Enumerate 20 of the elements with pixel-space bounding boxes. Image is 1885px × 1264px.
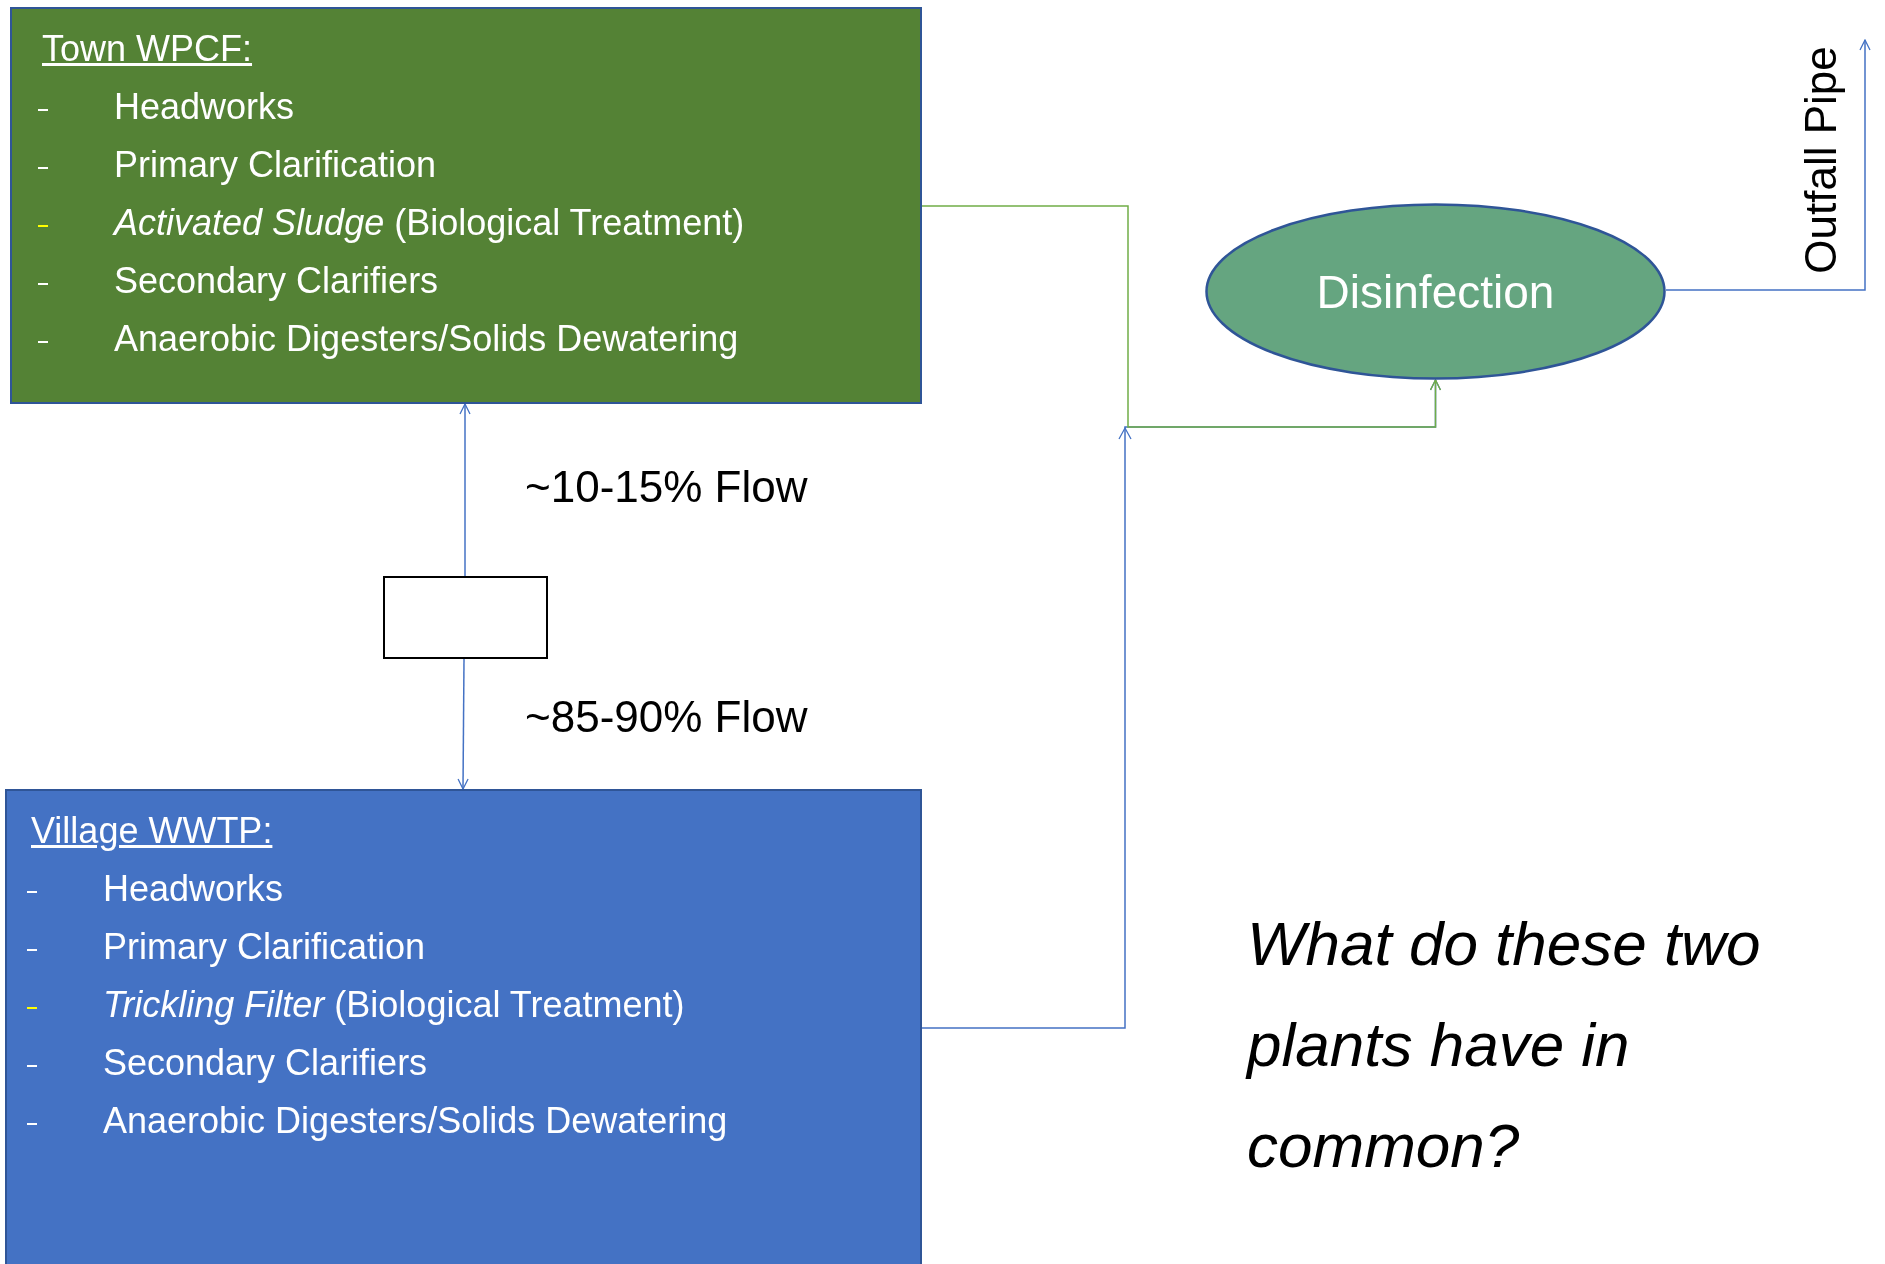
list-item: Headworks bbox=[103, 867, 284, 911]
box-heading: Town WPCF: bbox=[42, 27, 253, 71]
list-item: Activated Sludge (Biological Treatment) bbox=[114, 201, 745, 245]
box-heading: Village WWTP: bbox=[31, 809, 273, 853]
list-item: Secondary Clarifiers bbox=[114, 259, 439, 303]
flow-label: ~85-90% Flow bbox=[525, 692, 808, 742]
list-item: Anaerobic Digesters/Solids Dewatering bbox=[103, 1099, 728, 1143]
node-label: Disinfection bbox=[1316, 269, 1555, 314]
list-item: Anaerobic Digesters/Solids Dewatering bbox=[114, 317, 739, 361]
list-item: Headworks bbox=[114, 85, 295, 129]
list-item: Trickling Filter (Biological Treatment) bbox=[103, 983, 685, 1027]
question-text: What do these two plants have in common? bbox=[1247, 908, 1762, 1182]
list-item: Primary Clarification bbox=[114, 143, 437, 187]
process-box bbox=[5, 789, 922, 1264]
process-box bbox=[10, 7, 922, 404]
flow-label: ~10-15% Flow bbox=[525, 462, 808, 512]
list-item: Secondary Clarifiers bbox=[103, 1041, 428, 1085]
empty-box bbox=[383, 576, 548, 659]
list-item: Primary Clarification bbox=[103, 925, 426, 969]
pipe-label: Outfall Pipe bbox=[1797, 46, 1845, 274]
